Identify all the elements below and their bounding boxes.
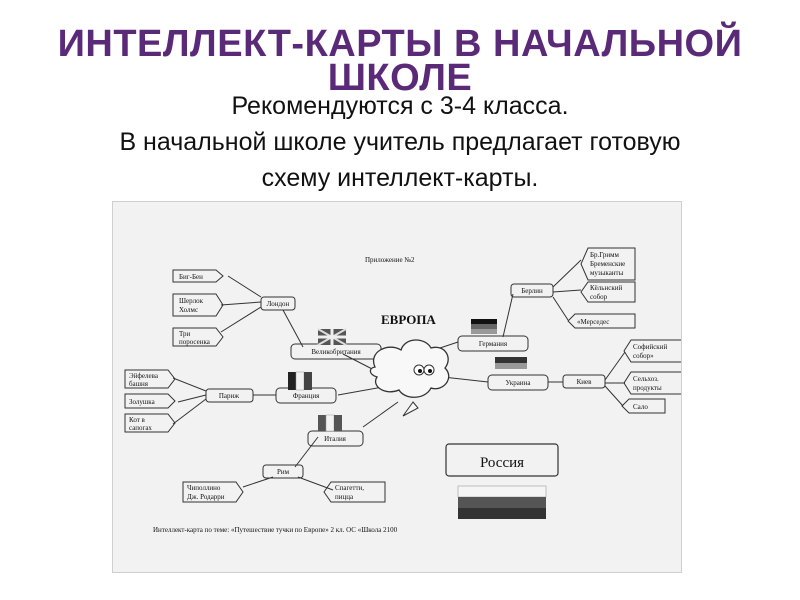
london-item: Биг-Бен [179,273,203,281]
country-italy: Италия [324,435,347,443]
slide-title-line2: ШКОЛЕ [327,57,473,99]
kiev-item: собор» [633,352,654,360]
subtitle-line2: В начальной школе учитель предлагает гот… [119,128,681,156]
country-france: Франция [293,392,320,400]
paris-item: Кот в [129,416,146,424]
rome-item: Чиполлино [187,484,221,492]
city-london: Лондон [267,300,290,308]
mind-map-image: Приложение №2 ЕВРОПА Россия Интеллект-ка… [112,201,682,573]
rome-item: пицца [335,493,354,501]
paris-item: башня [129,380,149,388]
kiev-item: Софийский [633,343,667,351]
city-paris: Париж [219,392,239,400]
kiev-item: Сельхоз. [633,375,659,383]
berlin-item: Бр.Гримм [590,251,620,259]
berlin-item: музыканты [590,269,624,277]
country-ukraine: Украина [506,379,532,387]
berlin-item: Кёльнский [590,284,622,292]
paris-item: Золушка [129,398,156,406]
rome-item: Дж. Родарри [187,493,225,501]
rome-item: Спагетти, [335,484,364,492]
city-berlin: Берлин [521,287,543,295]
london-item: Шерлок [179,297,204,305]
paris-item: Эйфелева [129,372,159,380]
subtitle-line3: схему интеллект-карты. [261,164,539,192]
center-label: ЕВРОПА [381,312,436,327]
berlin-item: «Мерседес [577,318,609,326]
mind-map-svg: Приложение №2 ЕВРОПА Россия Интеллект-ка… [124,247,681,534]
country-uk: Великобритания [311,348,361,356]
kiev-item: продукты [633,384,662,392]
london-item: Три [179,330,191,338]
subtitle-line1: Рекомендуются с 3-4 класса. [231,92,569,120]
country-germany: Германия [479,340,508,348]
slide-title-line1: ИНТЕЛЛЕКТ-КАРТЫ В НАЧАЛЬНОЙ [57,23,743,65]
london-item: поросенка [179,338,211,346]
berlin-item: Бременские [590,260,625,268]
kiev-item: Сало [633,403,648,411]
appendix-label: Приложение №2 [365,256,415,264]
london-item: Холмс [179,306,198,314]
slide-title: ИНТЕЛЛЕКТ-КАРТЫ В НАЧАЛЬНОЙ ШКОЛЕ [0,22,800,99]
city-kiev: Киев [577,378,593,386]
berlin-item: собор [590,293,608,301]
city-rome: Рим [277,468,290,476]
russia-label: Россия [480,455,524,471]
paris-item: сапогах [129,424,152,432]
map-caption: Интеллект-карта по теме: «Путешествие ту… [153,526,398,534]
